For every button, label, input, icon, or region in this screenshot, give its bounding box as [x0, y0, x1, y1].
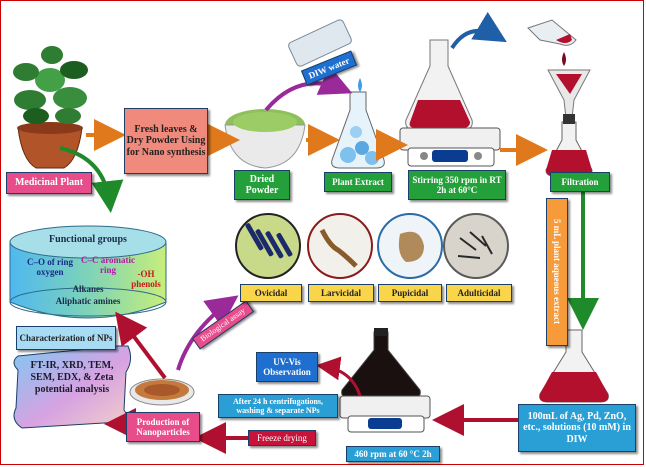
- assay-adulticidal-label: Adulticidal: [446, 284, 512, 302]
- medicinal-plant-label: Medicinal Plant: [6, 172, 92, 194]
- centrifuge-label: After 24 h centrifugations, washing & se…: [218, 394, 338, 418]
- assay-larvicidal-label: Larvicidal: [308, 284, 374, 302]
- dried-powder-label: Dried Powder: [234, 170, 290, 200]
- dried-powder-bowl-icon: [224, 109, 306, 169]
- stir-460-label: 460 rpm at 60 °C 2h: [346, 446, 440, 462]
- medicinal-plant-icon: [13, 46, 88, 169]
- fg-cc-aromatic: C–C aromatic ring: [80, 255, 136, 275]
- stirrer-dark-flask-icon: [339, 328, 431, 433]
- diw-bottle-icon: [288, 19, 362, 92]
- aqueous-extract-label: 5 mL plant aqueous extract: [546, 198, 568, 346]
- assay-pupicidal-label: Pupicidal: [378, 284, 442, 302]
- fg-alkanes: Alkanes: [72, 284, 104, 294]
- filtration-funnel-icon: [527, 19, 593, 177]
- functional-groups-cylinder: [9, 225, 167, 319]
- uv-vis-label: UV-Vis Observation: [256, 352, 318, 382]
- production-label: Production of Nanoparticles: [126, 412, 200, 442]
- characterization-label: Characterization of NPs: [16, 326, 116, 350]
- pupicidal-image: [377, 213, 443, 279]
- stirring-label: Stirring 350 rpm in RT 2h at 60°C: [408, 170, 506, 200]
- techniques-text: FT-IR, XRD, TEM, SEM, EDX, & Zeta potent…: [30, 360, 114, 395]
- larvicidal-image: [307, 213, 373, 279]
- plant-extract-label: Plant Extract: [324, 172, 392, 192]
- ovicidal-image: [235, 213, 301, 279]
- functional-groups-title: Functional groups: [49, 234, 127, 245]
- stirrer-red-flask-icon: [399, 39, 501, 167]
- fg-oh-phenols: -OH phenols: [131, 269, 161, 289]
- freeze-drying-label: Freeze drying: [248, 430, 316, 446]
- petri-dish-icon: [129, 378, 195, 406]
- fg-co-ring: C–O of ring oxygen: [27, 257, 73, 277]
- filtration-label: Filtration: [550, 172, 610, 192]
- fresh-leaves-label: Fresh leaves & Dry Powder Using for Nano…: [124, 108, 208, 174]
- metal-solution-flask-icon: [539, 329, 609, 403]
- assay-ovicidal-label: Ovicidal: [240, 284, 302, 302]
- adulticidal-image: [443, 213, 509, 279]
- metal-solution-label: 100mL of Ag, Pd, ZnO, etc., solutions (1…: [518, 404, 636, 452]
- plant-extract-flask-icon: [331, 91, 385, 169]
- fg-amines: Aliphatic amines: [55, 296, 121, 306]
